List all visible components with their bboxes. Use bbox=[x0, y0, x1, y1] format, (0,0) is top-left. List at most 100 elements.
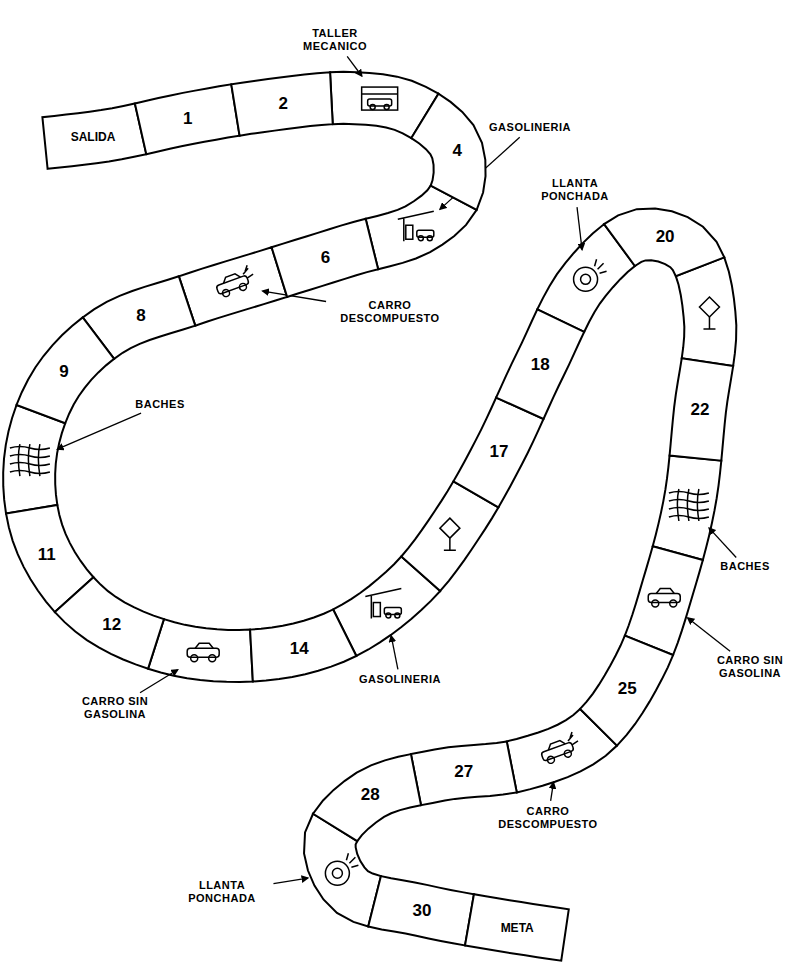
tire bbox=[574, 267, 598, 291]
fuel-pump bbox=[373, 603, 380, 617]
pothole-line bbox=[18, 444, 20, 476]
pothole-line bbox=[677, 489, 679, 521]
leader-arrow bbox=[273, 878, 307, 884]
square-shape bbox=[411, 94, 485, 210]
board-square: 22 bbox=[667, 356, 736, 463]
leader-arrow bbox=[709, 528, 736, 557]
burst-lines bbox=[346, 853, 358, 867]
board-square: 25 bbox=[578, 633, 676, 748]
pothole-line bbox=[38, 444, 40, 476]
tire bbox=[325, 861, 349, 885]
car-body bbox=[216, 275, 249, 294]
square-shape bbox=[580, 636, 673, 746]
gas-icon bbox=[365, 589, 401, 619]
callout-label: GASOLINERIA bbox=[345, 673, 455, 686]
square-number: 6 bbox=[321, 249, 330, 266]
callout-label: CARRO DESCOMPUESTO bbox=[483, 805, 613, 831]
car-roof bbox=[195, 643, 213, 648]
leader-arrow bbox=[688, 618, 730, 651]
llanta-icon bbox=[325, 853, 358, 885]
leader-arrow bbox=[551, 783, 554, 801]
car-wheel bbox=[238, 282, 247, 291]
sign-pole bbox=[444, 538, 456, 550]
callout-label: TALLER MECANICO bbox=[290, 27, 380, 53]
square-shape bbox=[368, 876, 474, 945]
square-number: 12 bbox=[102, 616, 121, 633]
square-number: 8 bbox=[136, 307, 145, 324]
picture-square bbox=[653, 456, 722, 560]
leader-arrow bbox=[577, 207, 582, 249]
car-wheel bbox=[384, 105, 389, 110]
board-square: 4 bbox=[409, 91, 488, 212]
leader-arrow bbox=[391, 636, 398, 670]
car-wheel bbox=[191, 655, 198, 662]
square-number: 4 bbox=[452, 142, 461, 159]
car-roof bbox=[656, 588, 674, 593]
smoke-lines bbox=[243, 265, 253, 278]
car-wheel bbox=[670, 600, 677, 607]
board-square: 14 bbox=[248, 607, 359, 684]
board-square: 9 bbox=[14, 315, 117, 426]
car-wheel bbox=[370, 105, 375, 110]
callout-label: LLANTA PONCHADA bbox=[175, 879, 270, 905]
station-roof bbox=[398, 211, 434, 241]
callout-label: LLANTA PONCHADA bbox=[528, 177, 623, 203]
board-square: 30 bbox=[366, 874, 476, 948]
leader-arrow bbox=[347, 56, 362, 76]
square-number: 17 bbox=[490, 443, 509, 460]
square-number: 27 bbox=[454, 763, 473, 780]
square-number: 18 bbox=[531, 356, 550, 373]
car-icon bbox=[187, 643, 219, 662]
square-number: 11 bbox=[38, 546, 56, 563]
car-icon bbox=[648, 588, 680, 607]
square-number: 25 bbox=[618, 680, 637, 697]
callout-label: GASOLINERIA bbox=[475, 121, 585, 134]
baches-icon bbox=[10, 444, 50, 476]
workshop-lines bbox=[362, 93, 398, 95]
car-wheel bbox=[418, 236, 423, 241]
road-sign bbox=[699, 297, 719, 317]
square-number: 20 bbox=[656, 228, 675, 245]
square-shape bbox=[453, 398, 543, 508]
station-roof bbox=[365, 589, 401, 619]
broken-car bbox=[539, 737, 575, 765]
square-shape bbox=[465, 894, 569, 961]
burst-lines bbox=[595, 259, 607, 273]
car-roof bbox=[547, 739, 566, 750]
picture-square bbox=[179, 247, 287, 325]
square-shape bbox=[411, 741, 517, 805]
car-wheel bbox=[222, 289, 231, 298]
leader-arrow bbox=[140, 670, 178, 693]
square-shape bbox=[604, 208, 724, 276]
square-number: 9 bbox=[59, 363, 68, 380]
square-shape bbox=[250, 609, 356, 681]
picture-square bbox=[3, 405, 65, 514]
car-body bbox=[541, 742, 574, 761]
board-square: 6 bbox=[269, 216, 381, 299]
car-wheel bbox=[386, 613, 391, 618]
square-shape bbox=[231, 72, 332, 135]
square-number: 30 bbox=[413, 902, 432, 919]
rim bbox=[332, 868, 342, 878]
square-number: 2 bbox=[279, 95, 288, 112]
picture-square bbox=[625, 546, 703, 655]
callout-label: BACHES bbox=[715, 560, 775, 573]
desc-icon bbox=[539, 732, 578, 766]
car-wheel bbox=[395, 613, 400, 618]
board-square: 12 bbox=[52, 575, 166, 671]
car-wheel bbox=[652, 600, 659, 607]
workshop bbox=[362, 87, 398, 110]
smoke-lines bbox=[568, 732, 578, 745]
pothole-line bbox=[669, 500, 709, 503]
callout-label: CARRO SIN GASOLINA bbox=[60, 695, 170, 721]
fuel-pump bbox=[406, 225, 413, 239]
square-outline bbox=[409, 91, 488, 212]
square-number: 28 bbox=[361, 786, 380, 803]
sign-pole bbox=[703, 317, 715, 329]
broken-car bbox=[214, 270, 250, 298]
leader-arrow bbox=[57, 413, 141, 449]
road-sign bbox=[440, 518, 460, 538]
pothole-line bbox=[10, 455, 50, 458]
car-roof bbox=[222, 272, 241, 283]
square-number: 1 bbox=[183, 110, 192, 127]
